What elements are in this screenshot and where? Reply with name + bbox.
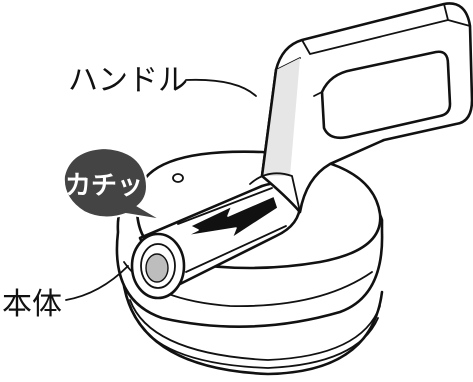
handle-leader-line: [185, 78, 257, 97]
click-speech-bubble: カチッ: [62, 146, 163, 221]
handle-label: ハンドル: [68, 63, 188, 98]
body-leader-line: [65, 265, 129, 301]
handle: [249, 2, 473, 214]
arrow-left-icon: [185, 195, 279, 239]
body-label: 本体: [2, 287, 62, 322]
click-sound-text: カチッ: [65, 171, 143, 201]
